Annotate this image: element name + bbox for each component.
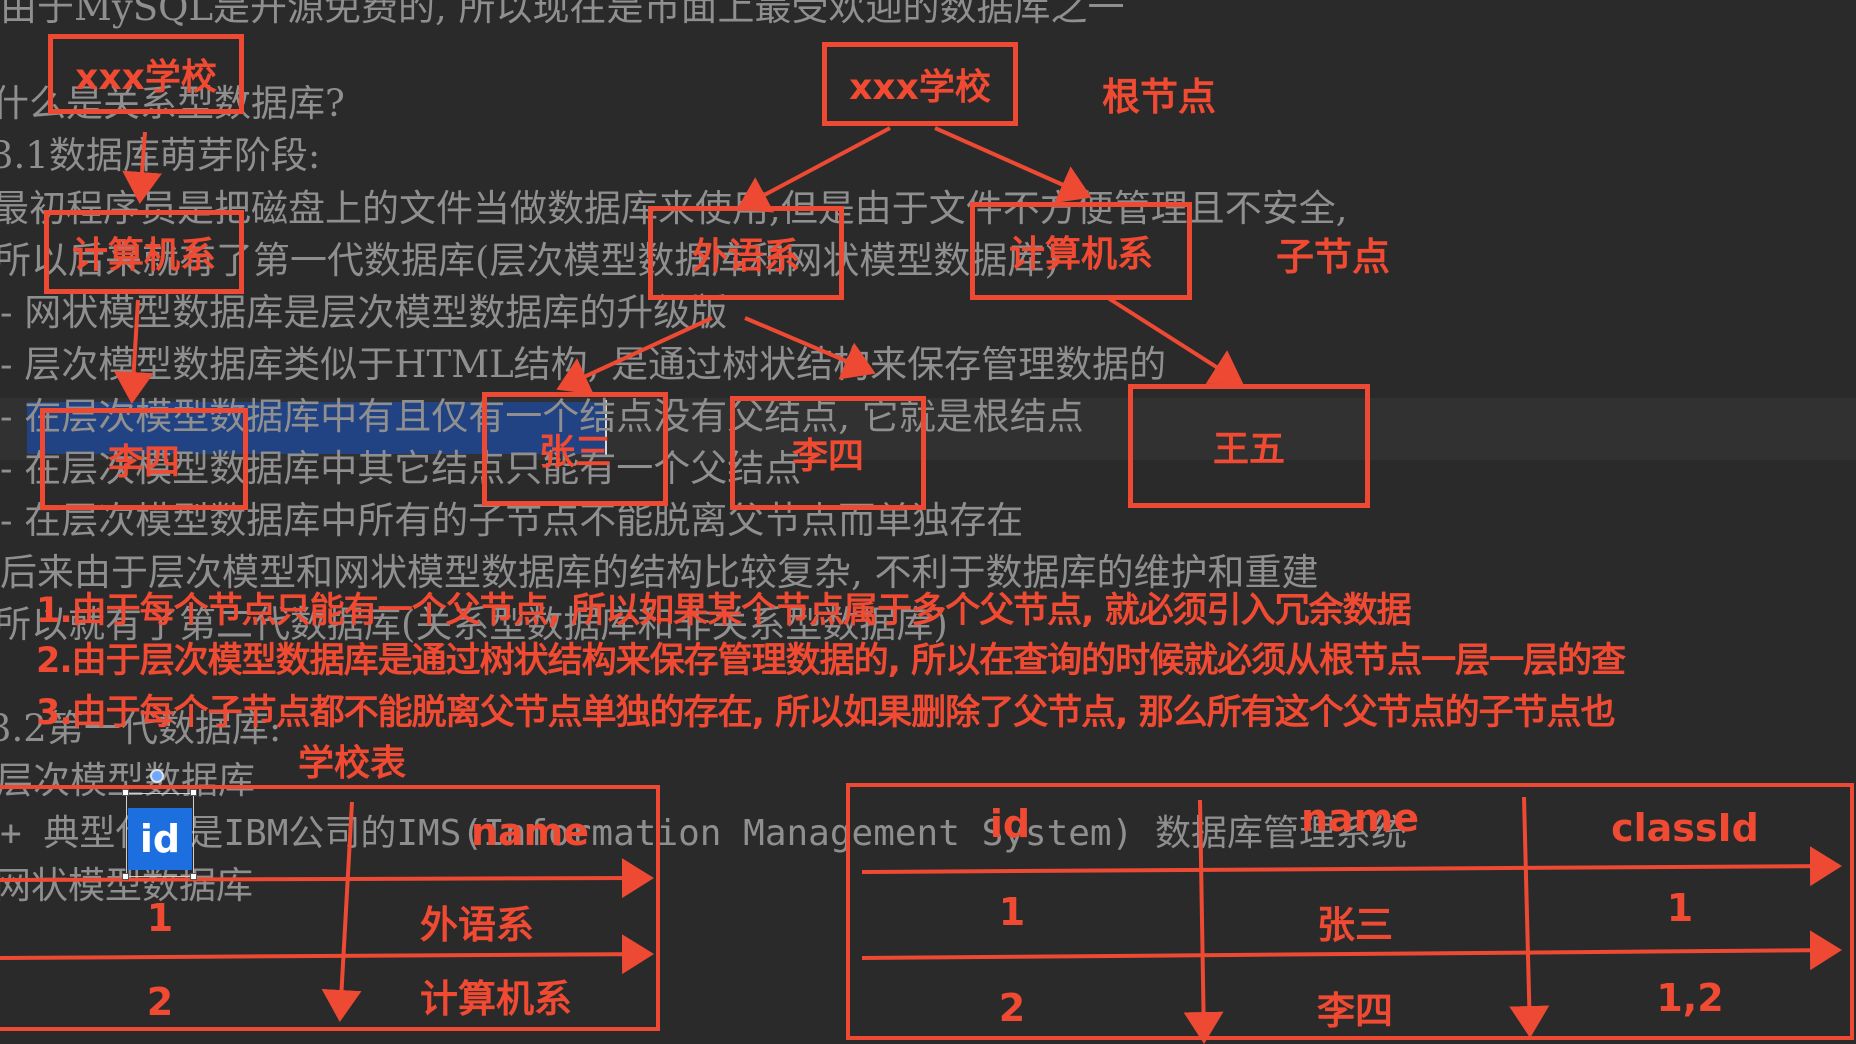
table-row-line (0, 858, 654, 899)
table-divider (321, 801, 362, 1022)
arrow-line (122, 131, 162, 204)
student-table-cell: 李四 (1316, 989, 1393, 1033)
doc-line[interactable]: - 网状模型数据库是层次模型数据库的升级版 (0, 291, 728, 334)
root-node[interactable]: xxx学校 (822, 42, 1018, 126)
resize-handle[interactable] (190, 873, 197, 880)
arrow-line (934, 126, 1092, 203)
doc-line[interactable]: 后来由于层次模型和网状模型数据库的结构比较复杂, 不利于数据库的维护和重建 (0, 551, 1319, 594)
doc-line[interactable]: + 典型代表是IBM公司的IMS(Information Management … (0, 813, 1407, 854)
child-node-computer[interactable]: 计算机系 (970, 202, 1192, 300)
left-node-school[interactable]: xxx学校 (48, 34, 244, 114)
doc-line[interactable]: 所以就有了第二代数据库(关系型数据库和非关系型数据库) (0, 603, 948, 646)
doc-line[interactable]: - 在层次模型数据库中有且仅有一个结点没有父结点, 它就是根结点 (0, 395, 1084, 438)
rotate-handle[interactable] (150, 769, 164, 783)
student-table-frame (846, 783, 1854, 1040)
arrow-line (556, 316, 713, 395)
doc-line[interactable]: 3.1数据库萌芽阶段: (0, 134, 321, 177)
table-divider (1509, 796, 1550, 1038)
resize-handle[interactable] (122, 873, 129, 880)
arrow-line (744, 316, 876, 380)
doc-line[interactable]: 什么是关系型数据库? (0, 82, 345, 125)
school-table-header-id[interactable]: id (128, 808, 192, 870)
school-table-frame (0, 785, 660, 1031)
child-node-label: 子节点 (1276, 235, 1391, 279)
doc-line[interactable]: 由于MySQL是开源免费的, 所以现在是市面上最受欢迎的数据库之一 (0, 0, 1125, 29)
resize-handle[interactable] (190, 789, 197, 796)
arrow-line (1106, 296, 1244, 385)
student-table-header-name: name (1300, 796, 1420, 840)
grandchild-node-lisi[interactable]: 李四 (730, 396, 926, 510)
text-cursor (605, 400, 607, 456)
left-node-computer-dept[interactable]: 计算机系 (44, 210, 244, 294)
table-divider (1183, 799, 1224, 1044)
student-table-cell: 1 (1666, 886, 1694, 930)
red-note: 3.由于每个子节点都不能脱离父节点单独的存在, 所以如果删除了父节点, 那么所有… (36, 693, 1616, 733)
school-table-title: 学校表 (298, 743, 407, 784)
selection-frame[interactable] (126, 793, 194, 877)
student-table-cell: 1 (998, 890, 1026, 934)
table-row-line (861, 846, 1842, 887)
child-node-foreign-lang[interactable]: 外语系 (648, 206, 844, 300)
arrow-line (113, 299, 154, 404)
doc-line[interactable]: 3.2第一代数据库: (0, 707, 282, 750)
table-row-line (0, 934, 654, 975)
student-table-header-classid: classId (1611, 806, 1759, 850)
school-table-cell: 1 (146, 896, 174, 940)
resize-handle[interactable] (122, 789, 129, 796)
school-table-header-name: name (470, 810, 590, 854)
table-row-line (861, 930, 1842, 971)
school-table-cell: 2 (146, 980, 174, 1024)
school-table-cell: 外语系 (419, 903, 534, 947)
grandchild-node-wangwu[interactable]: 王五 (1128, 384, 1370, 508)
student-table-cell: 2 (998, 986, 1026, 1030)
school-table-cell: 计算机系 (419, 977, 572, 1021)
red-note: 2.由于层次模型数据库是通过树状结构来保存管理数据的, 所以在查询的时候就必须从… (36, 641, 1626, 681)
student-table-header-id: id (989, 802, 1031, 846)
student-table-cell: 1,2 (1656, 976, 1724, 1020)
red-note: 1.由于每个节点只能有一个父节点, 所以如果某个节点属于多个父节点, 就必须引入… (36, 591, 1412, 631)
root-node-label: 根节点 (1102, 75, 1217, 119)
student-table-cell: 张三 (1316, 903, 1393, 947)
doc-line[interactable]: 所以后来就有了第一代数据库(层次模型数据库和网状模型数据库) (0, 239, 1059, 282)
arrow-line (736, 126, 891, 213)
grandchild-node-zhangsan[interactable]: 张三 (482, 392, 668, 506)
left-node-lisi[interactable]: 李四 (40, 408, 248, 510)
